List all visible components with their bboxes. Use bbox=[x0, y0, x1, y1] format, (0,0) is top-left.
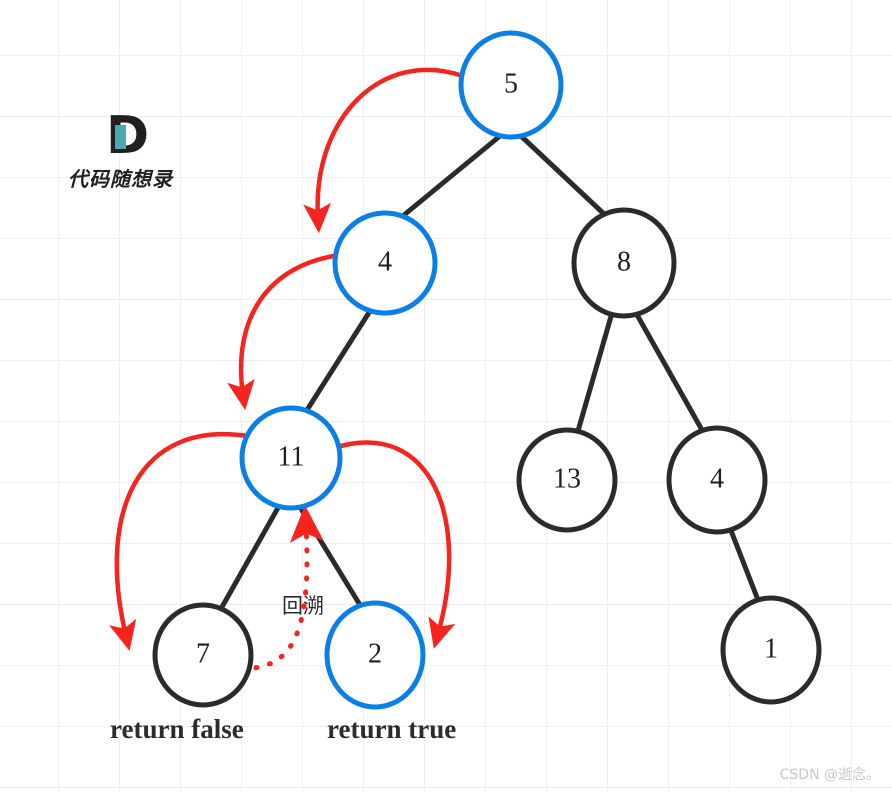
node-label: 7 bbox=[196, 638, 210, 669]
node-circle bbox=[666, 425, 768, 535]
node-layer: 5 4 8 11 13 4 7 2 1 bbox=[152, 30, 822, 710]
tree-node-11[interactable]: 11 bbox=[239, 405, 343, 511]
logo-teal-bar bbox=[115, 125, 126, 149]
node-label: 4 bbox=[710, 463, 724, 494]
tree-node-5[interactable]: 5 bbox=[458, 30, 564, 140]
node-circle bbox=[324, 600, 426, 710]
csdn-watermark: CSDN @逝念。 bbox=[779, 767, 880, 783]
tree-edge bbox=[518, 133, 606, 216]
traversal-arrow bbox=[334, 440, 456, 649]
tree-edge bbox=[304, 308, 373, 413]
node-circle bbox=[332, 210, 438, 316]
node-circle bbox=[571, 207, 677, 319]
backtrack-arrow-layer bbox=[239, 505, 324, 672]
tree-node-8[interactable]: 8 bbox=[571, 207, 677, 319]
logo-letter-d: D bbox=[106, 106, 149, 166]
code-randomrecord-watermark: D 代码随想录 bbox=[68, 106, 218, 202]
tree-edge bbox=[401, 133, 503, 218]
traversal-arrow bbox=[109, 432, 250, 651]
node-circle bbox=[458, 30, 564, 140]
node-circle bbox=[239, 405, 343, 511]
backtrack-arrow bbox=[239, 505, 324, 672]
tree-edge bbox=[727, 525, 761, 603]
node-circle bbox=[720, 595, 822, 705]
tree-edge bbox=[633, 310, 705, 433]
tree-edge bbox=[575, 310, 615, 434]
backtrack-label: 回溯 bbox=[282, 594, 324, 618]
tree-node-1[interactable]: 1 bbox=[720, 595, 822, 705]
edge-layer bbox=[219, 133, 761, 610]
node-label: 11 bbox=[278, 441, 305, 472]
tree-node-2[interactable]: 2 bbox=[324, 600, 426, 710]
node-label: 2 bbox=[368, 638, 382, 669]
caption-return-true: return true bbox=[327, 714, 457, 744]
node-label: 8 bbox=[617, 246, 631, 277]
node-label: 4 bbox=[378, 246, 392, 277]
tree-node-7[interactable]: 7 bbox=[152, 602, 254, 708]
node-label: 1 bbox=[764, 633, 778, 664]
node-circle bbox=[516, 427, 618, 533]
tree-node-4[interactable]: 4 bbox=[332, 210, 438, 316]
traversal-arrow bbox=[227, 252, 343, 411]
node-label: 5 bbox=[504, 68, 518, 99]
traversal-arrow bbox=[303, 67, 466, 234]
traversal-arrow-layer bbox=[109, 67, 466, 651]
tree-node-4[interactable]: 4 bbox=[666, 425, 768, 535]
node-circle bbox=[152, 602, 254, 708]
logo-mark: D bbox=[106, 106, 164, 166]
logo-text: 代码随想录 bbox=[68, 167, 173, 191]
node-label: 13 bbox=[553, 463, 581, 494]
tree-edge bbox=[219, 503, 282, 610]
tree-node-13[interactable]: 13 bbox=[516, 427, 618, 533]
caption-return-false: return false bbox=[110, 714, 244, 744]
